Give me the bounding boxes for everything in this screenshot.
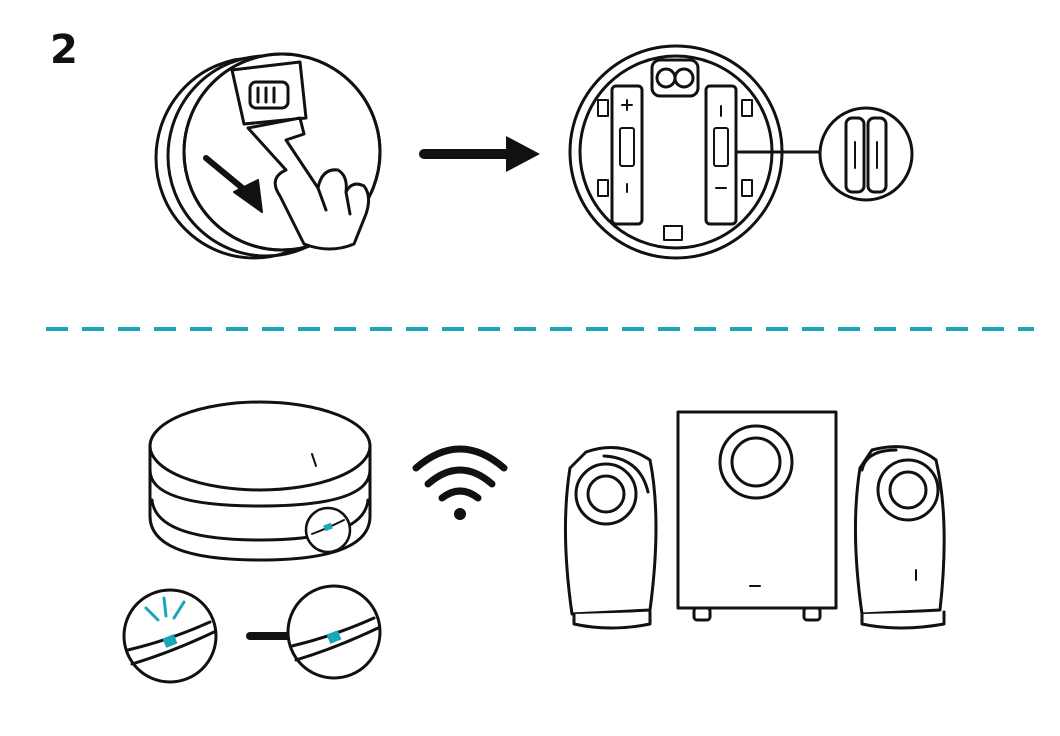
led-blinking-zoom-icon — [122, 588, 218, 684]
left-satellite-speaker — [563, 446, 658, 630]
right-satellite-speaker — [853, 445, 946, 630]
battery-compartment-icon — [568, 44, 822, 260]
control-puck-icon — [148, 400, 372, 562]
speaker-system-icon — [563, 410, 946, 630]
subwoofer — [676, 410, 838, 622]
wireless-signal-icon — [412, 445, 508, 520]
led-steady-zoom-icon — [286, 584, 382, 680]
arrow-right-icon — [419, 136, 540, 172]
remote-open-battery-cover-icon — [154, 52, 382, 260]
battery-pair-zoom-icon — [818, 106, 914, 202]
step-number: 2 — [50, 27, 78, 73]
